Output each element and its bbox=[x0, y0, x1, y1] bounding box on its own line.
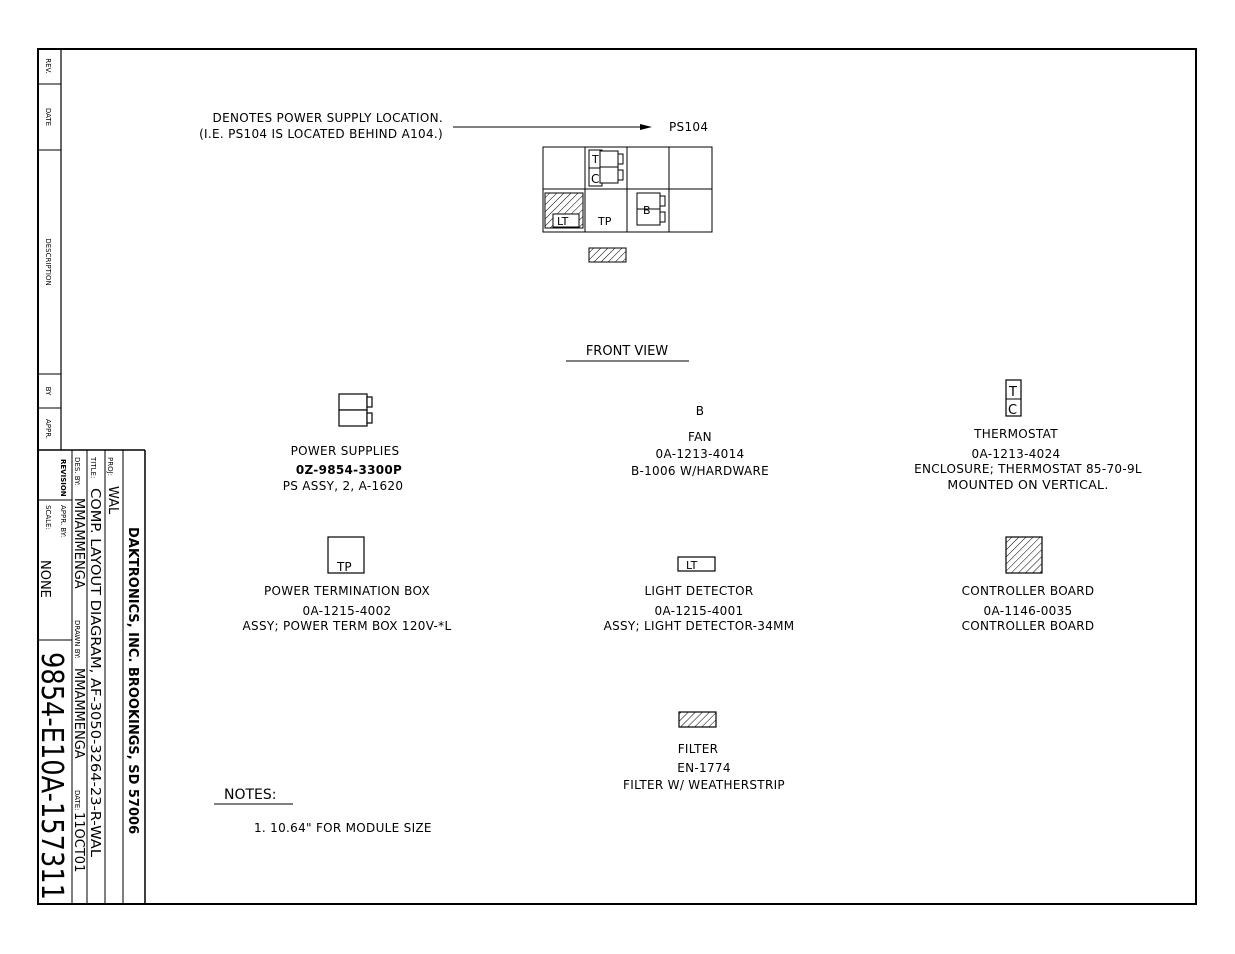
revision-block: REV. DATE DESCRIPTION BY APPR. bbox=[38, 49, 62, 450]
light-detector-symbol: LT bbox=[686, 559, 698, 572]
date-header: DATE bbox=[44, 108, 52, 126]
rev-header: REV. bbox=[44, 58, 52, 73]
note-line-1: DENOTES POWER SUPPLY LOCATION. bbox=[213, 111, 443, 125]
legend-controller-board: CONTROLLER BOARD 0A-1146-0035 CONTROLLER… bbox=[962, 536, 1095, 633]
power-supplies-part: 0Z-9854-3300P bbox=[296, 463, 402, 477]
power-supply-symbol-icon bbox=[338, 393, 373, 427]
grid-controller-board: LT bbox=[544, 192, 584, 229]
termination-symbol: TP bbox=[336, 560, 352, 574]
thermostat-symbol-icon: T C bbox=[1005, 379, 1022, 418]
des-value: MMAMMENGA bbox=[71, 498, 86, 589]
grid-power-supply bbox=[599, 150, 624, 184]
legend-filter: FILTER EN-1774 FILTER W/ WEATHERSTRIP bbox=[623, 711, 785, 792]
title-label: TITLE: bbox=[89, 456, 97, 478]
description-header: DESCRIPTION bbox=[44, 238, 52, 285]
appr-header: APPR. bbox=[44, 419, 52, 439]
power-supplies-desc: PS ASSY, 2, A-1620 bbox=[283, 479, 404, 493]
termination-desc: ASSY; POWER TERM BOX 120V-*L bbox=[243, 619, 452, 633]
drawn-value: MMAMMENGA bbox=[71, 668, 86, 759]
notes-section: NOTES: 1. 10.64" FOR MODULE SIZE bbox=[214, 787, 432, 835]
thermostat-part: 0A-1213-4024 bbox=[972, 447, 1061, 461]
filter-title: FILTER bbox=[678, 742, 719, 756]
fan-desc: B-1006 W/HARDWARE bbox=[631, 464, 769, 478]
note-item-1: 1. 10.64" FOR MODULE SIZE bbox=[254, 821, 432, 835]
svg-text:C: C bbox=[1008, 403, 1017, 418]
proj-label: PROJ: bbox=[106, 457, 114, 476]
controller-board-part: 0A-1146-0035 bbox=[984, 604, 1073, 618]
arrow-head bbox=[640, 124, 652, 130]
by-header: BY bbox=[44, 387, 52, 396]
legend-thermostat: T C THERMOSTAT 0A-1213-4024 ENCLOSURE; T… bbox=[914, 379, 1142, 492]
thermostat-desc2: MOUNTED ON VERTICAL. bbox=[947, 477, 1108, 492]
controller-board-title: CONTROLLER BOARD bbox=[962, 584, 1095, 598]
legend-fan: B FAN 0A-1213-4014 B-1006 W/HARDWARE bbox=[631, 404, 769, 478]
filter-desc: FILTER W/ WEATHERSTRIP bbox=[623, 778, 785, 792]
thermostat-desc: ENCLOSURE; THERMOSTAT 85-70-9L bbox=[914, 462, 1142, 476]
power-supplies-title: POWER SUPPLIES bbox=[291, 444, 400, 458]
grid-termination-box: TP bbox=[597, 215, 612, 228]
svg-text:T: T bbox=[591, 153, 599, 166]
fan-symbol: B bbox=[696, 404, 705, 418]
date-label: DATE: bbox=[73, 790, 81, 811]
legend-power-termination: TP POWER TERMINATION BOX 0A-1215-4002 AS… bbox=[243, 536, 452, 633]
drawing-number: 9854-E10A-157311 bbox=[34, 652, 69, 900]
thermostat-title: THERMOSTAT bbox=[973, 427, 1058, 441]
grid-fan: B bbox=[636, 192, 666, 226]
controller-board-symbol-icon bbox=[1005, 536, 1043, 574]
svg-text:LT: LT bbox=[557, 215, 569, 228]
title-value: COMP. LAYOUT DIAGRAM, AF-3050-3264-23-R-… bbox=[87, 488, 102, 858]
controller-board-desc: CONTROLLER BOARD bbox=[962, 619, 1095, 633]
company-name: DAKTRONICS, INC. BROOKINGS, SD 57006 bbox=[125, 527, 140, 834]
drawing-border bbox=[37, 48, 1197, 905]
light-detector-symbol-icon bbox=[677, 556, 716, 572]
proj-value: WAL bbox=[105, 486, 120, 515]
light-detector-desc: ASSY; LIGHT DETECTOR-34MM bbox=[604, 619, 795, 633]
svg-text:TP: TP bbox=[597, 215, 612, 228]
svg-text:T: T bbox=[1008, 385, 1017, 400]
svg-text:C: C bbox=[591, 172, 599, 186]
fan-part: 0A-1213-4014 bbox=[656, 447, 745, 461]
note-target: PS104 bbox=[669, 120, 708, 134]
power-supply-note: DENOTES POWER SUPPLY LOCATION. (I.E. PS1… bbox=[199, 111, 708, 141]
notes-heading: NOTES: bbox=[224, 787, 277, 803]
filter-symbol-icon bbox=[678, 711, 717, 728]
grid-filter bbox=[588, 247, 627, 263]
front-view-grid: T C LT TP B FRONT VIEW bbox=[542, 146, 713, 362]
filter-part: EN-1774 bbox=[677, 761, 731, 775]
drawn-label: DRAWN BY: bbox=[73, 620, 81, 659]
termination-part: 0A-1215-4002 bbox=[303, 604, 392, 618]
light-detector-part: 0A-1215-4001 bbox=[655, 604, 744, 618]
svg-text:B: B bbox=[643, 204, 651, 217]
date-value: 11OCT01 bbox=[71, 812, 86, 872]
termination-title: POWER TERMINATION BOX bbox=[264, 584, 430, 598]
des-label: DES. BY: bbox=[73, 457, 81, 486]
revision-label: REVISION bbox=[59, 459, 67, 497]
front-view-title: FRONT VIEW bbox=[586, 344, 668, 359]
note-line-2: (I.E. PS104 IS LOCATED BEHIND A104.) bbox=[199, 127, 443, 141]
termination-box-symbol-icon bbox=[327, 536, 365, 574]
legend-power-supplies: POWER SUPPLIES 0Z-9854-3300P PS ASSY, 2,… bbox=[283, 393, 404, 493]
scale-value: NONE bbox=[37, 560, 52, 598]
scale-label: SCALE: bbox=[44, 505, 52, 530]
light-detector-title: LIGHT DETECTOR bbox=[644, 584, 753, 598]
title-block: DAKTRONICS, INC. BROOKINGS, SD 57006 PRO… bbox=[34, 449, 146, 904]
legend-light-detector: LT LIGHT DETECTOR 0A-1215-4001 ASSY; LIG… bbox=[604, 556, 795, 633]
appr-by-label: APPR. BY: bbox=[59, 505, 67, 537]
fan-title: FAN bbox=[688, 430, 712, 444]
